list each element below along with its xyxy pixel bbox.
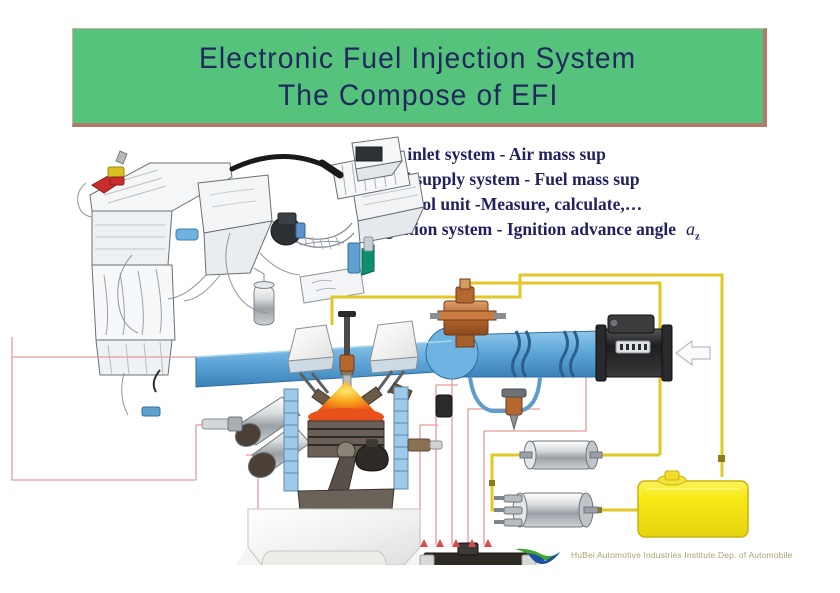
air-flow-meter <box>595 314 673 382</box>
symbol-subscript: z <box>695 230 700 243</box>
engine-block-lower <box>236 508 421 565</box>
fuel-pump <box>494 492 599 528</box>
intake-bellows <box>511 330 579 378</box>
ecu <box>419 539 537 565</box>
ignition-distributor <box>355 439 389 472</box>
fuel-filter <box>519 440 603 470</box>
title-box: Electronic Fuel Injection System The Com… <box>72 28 767 127</box>
cylinder-piston <box>283 381 409 512</box>
ignition-angle-symbol: az <box>686 219 700 243</box>
symbol-base: a <box>686 219 696 239</box>
footer: HuBei Automotive Industries Institute De… <box>514 545 793 565</box>
fuel-tank <box>637 470 749 538</box>
footer-text: HuBei Automotive Industries Institute De… <box>571 550 793 560</box>
air-intake-arrow <box>675 339 711 367</box>
coolant-temp-sensor <box>407 438 443 452</box>
engine-line-art <box>77 136 425 417</box>
bullet-item-3: Control unit -Measure, calculate,… <box>378 194 643 214</box>
bullet-item-2: Fuel supply system - Fuel mass sup <box>378 169 640 189</box>
bullet-list: Air inlet system - Air mass sup Fuel sup… <box>378 142 778 250</box>
hubei-swoosh-logo <box>515 548 560 564</box>
oxygen-sensor <box>201 416 243 432</box>
charcoal-canister <box>435 394 453 418</box>
bullet-item-4-text: Ignition system - Ignition advance angle <box>378 219 677 239</box>
fuel-injector <box>339 354 527 431</box>
efi-diagram <box>0 125 840 565</box>
bullet-item-1: Air inlet system - Air mass sup <box>378 144 606 164</box>
title-line-2: The Compose of EFI <box>277 79 559 112</box>
bullet-item-4: Ignition system - Ignition advance angle… <box>378 217 778 250</box>
fuel-pressure-regulator <box>430 278 506 348</box>
title-line-1: Electronic Fuel Injection System <box>199 42 637 75</box>
